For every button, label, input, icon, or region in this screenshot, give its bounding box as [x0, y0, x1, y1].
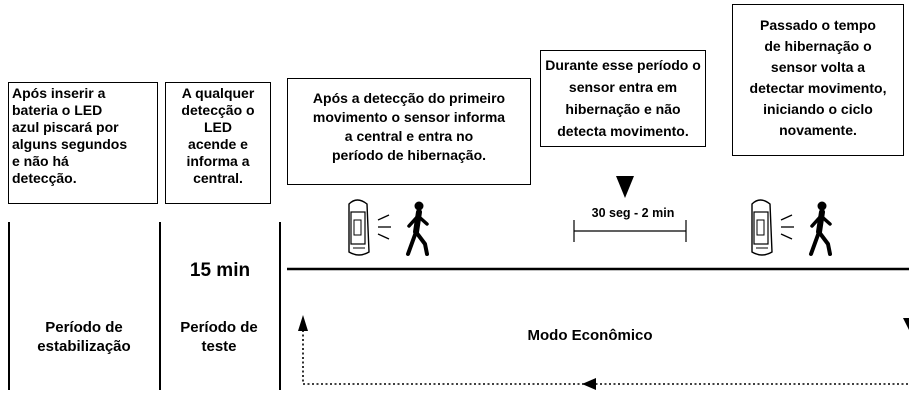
note-line: período de hibernação. — [331, 147, 487, 163]
note-line: e não há — [12, 153, 69, 169]
interval-bracket — [573, 220, 687, 242]
note-line: novamente. — [779, 122, 857, 138]
walking-person-icon — [809, 201, 832, 256]
note-line: iniciando o ciclo — [763, 101, 873, 117]
label-line: estabilização — [37, 338, 131, 355]
note-line: LED — [204, 119, 232, 135]
test-duration-label: 15 min — [189, 260, 251, 281]
note-line: Durante esse período o — [545, 57, 701, 73]
down-arrow-icon — [903, 318, 909, 330]
note-line: alguns segundos — [12, 136, 128, 152]
test-period-label: Período de teste — [164, 318, 274, 356]
note-line: detecção. — [12, 170, 77, 186]
left-arrow-icon — [582, 378, 596, 390]
label-line: teste — [201, 338, 237, 355]
note-line: a central e entra no — [344, 128, 474, 144]
note-line: Passado o tempo — [760, 17, 876, 33]
note-line: Após a detecção do primeiro — [312, 90, 506, 106]
note-line: Após inserir a — [12, 85, 106, 101]
note-line: sensor entra em — [568, 79, 678, 95]
note-line: bateria o LED — [12, 102, 103, 118]
note-line: movimento o sensor informa — [312, 109, 506, 125]
first-detection-note-box: Após a detecção do primeiro movimento o … — [287, 78, 531, 185]
note-line: sensor volta a — [770, 59, 866, 75]
after-hibernation-note-box: Passado o tempo de hibernação o sensor v… — [732, 4, 904, 156]
walking-person-icon — [406, 201, 429, 256]
phase-divider — [159, 222, 161, 390]
hibernation-interval-label: 30 seg - 2 min — [591, 206, 675, 220]
label-line: Período de — [180, 319, 258, 336]
down-arrow-icon — [616, 176, 634, 198]
detection-waves — [377, 214, 391, 240]
note-line: detecção o — [181, 102, 255, 118]
note-line: hibernação e não — [565, 101, 681, 117]
label-line: Período de — [45, 319, 123, 336]
up-arrow-icon — [298, 315, 308, 331]
economic-mode-label: Modo Econômico — [527, 327, 653, 344]
stabilization-note-box: Após inserir a bateria o LED azul piscar… — [8, 82, 158, 204]
note-line: detectar movimento, — [749, 80, 887, 96]
stabilization-period-label: Período de estabilização — [22, 318, 146, 356]
note-line: informa a — [186, 153, 250, 169]
note-line: detecta movimento. — [557, 123, 689, 139]
note-line: de hibernação o — [764, 38, 872, 54]
note-line: azul piscará por — [12, 119, 119, 135]
phase-divider — [8, 222, 10, 390]
sensor-icon — [348, 199, 370, 256]
note-line: A qualquer — [181, 85, 255, 101]
sensor-icon — [751, 199, 773, 256]
cycle-return-path — [302, 330, 909, 385]
hibernation-note-box: Durante esse período o sensor entra em h… — [540, 50, 706, 147]
test-note-box: A qualquer detecção o LED acende e infor… — [165, 82, 271, 204]
note-line: acende e — [188, 136, 248, 152]
detection-waves — [780, 214, 794, 240]
phase-divider — [279, 222, 281, 390]
note-line: central. — [193, 170, 243, 186]
